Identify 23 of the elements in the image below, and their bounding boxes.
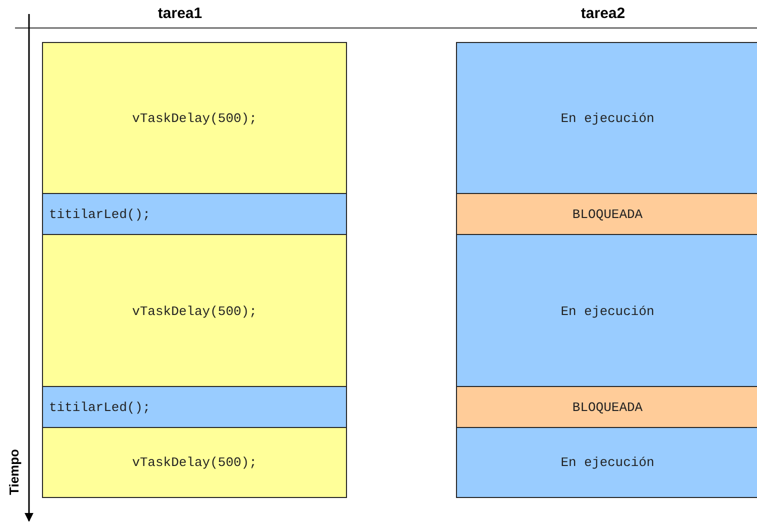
axis-label: Tiempo	[6, 449, 22, 495]
code-text: vTaskDelay(500);	[132, 304, 257, 318]
code-text: vTaskDelay(500);	[132, 111, 257, 126]
code-text: titilarLed();	[49, 400, 150, 415]
code-text: BLOQUEADA	[572, 207, 643, 222]
running-state-block	[456, 427, 757, 498]
delay-block	[42, 234, 347, 388]
code-text: vTaskDelay(500);	[132, 455, 257, 470]
column-heading: tarea1	[158, 5, 202, 22]
delay-block	[42, 427, 347, 498]
running-state-block	[456, 234, 757, 388]
code-text: En ejecución	[560, 304, 654, 318]
led-call-block	[42, 193, 347, 236]
code-text: BLOQUEADA	[572, 400, 643, 415]
code-text: En ejecución	[560, 455, 654, 470]
led-call-block	[42, 386, 347, 429]
blocked-state-block	[456, 193, 757, 236]
code-text: titilarLed();	[49, 207, 150, 222]
code-text: En ejecución	[560, 111, 654, 126]
delay-block	[42, 42, 347, 195]
running-state-block	[456, 42, 757, 195]
blocked-state-block	[456, 386, 757, 429]
column-heading: tarea2	[580, 5, 626, 22]
